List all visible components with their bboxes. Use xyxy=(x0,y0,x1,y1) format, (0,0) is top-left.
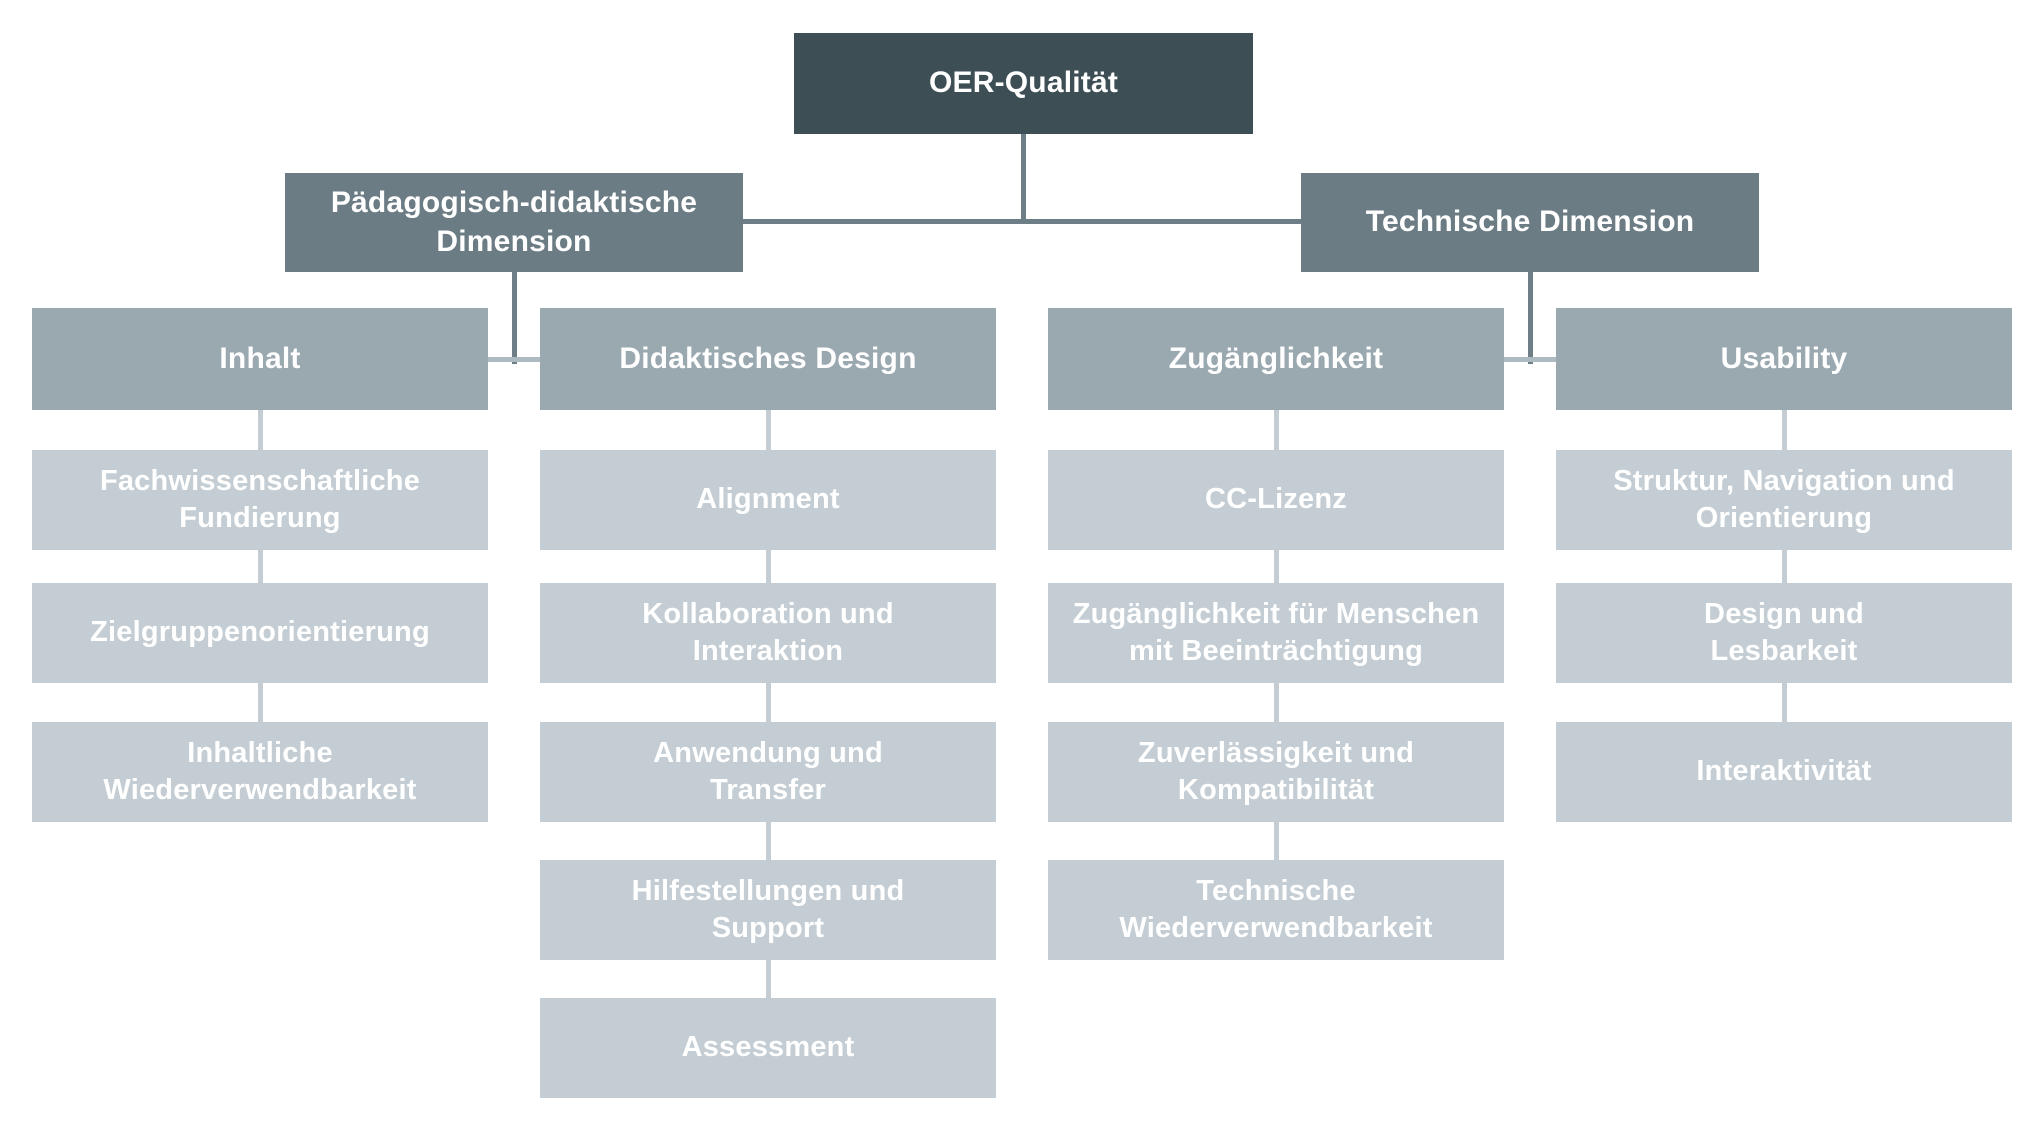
dimension-node-paedagogisch-didaktisch: Pädagogisch-didaktische Dimension xyxy=(285,173,743,272)
connector-dimension-right-vertical xyxy=(1528,272,1533,364)
item-node-anwendung-transfer: Anwendung und Transfer xyxy=(540,722,996,822)
dimension-node-technisch: Technische Dimension xyxy=(1301,173,1759,272)
connector-col3-item2 xyxy=(1274,550,1279,583)
item-node-struktur-navigation-orientierung: Struktur, Navigation und Orientierung xyxy=(1556,450,2012,550)
root-node-oer-qualitaet: OER-Qualität xyxy=(794,33,1253,134)
connector-pair-left-horizontal xyxy=(488,357,540,362)
item-node-kollaboration-interaktion: Kollaboration und Interaktion xyxy=(540,583,996,683)
connector-dimension-left-vertical xyxy=(512,272,517,364)
item-node-technische-wiederverwendbarkeit: Technische Wiederverwendbarkeit xyxy=(1048,860,1504,960)
category-node-zugaenglichkeit: Zugänglichkeit xyxy=(1048,308,1504,410)
connector-col4-item3 xyxy=(1782,683,1787,722)
item-node-zugaenglichkeit-beeintraechtigung: Zugänglichkeit für Menschen mit Beeinträ… xyxy=(1048,583,1504,683)
category-node-didaktisches-design: Didaktisches Design xyxy=(540,308,996,410)
connector-col3-item4 xyxy=(1274,822,1279,860)
connector-root-horizontal xyxy=(743,219,1301,224)
item-node-interaktivitaet: Interaktivität xyxy=(1556,722,2012,822)
item-node-fachwissenschaftliche-fundierung: Fachwissenschaftliche Fundierung xyxy=(32,450,488,550)
connector-col3-item3 xyxy=(1274,683,1279,722)
item-node-cc-lizenz: CC-Lizenz xyxy=(1048,450,1504,550)
item-node-zuverlaessigkeit-kompatibilitaet: Zuverlässigkeit und Kompatibilität xyxy=(1048,722,1504,822)
connector-col4-item1 xyxy=(1782,410,1787,450)
item-node-inhaltliche-wiederverwendbarkeit: Inhaltliche Wiederverwendbarkeit xyxy=(32,722,488,822)
item-node-design-lesbarkeit: Design und Lesbarkeit xyxy=(1556,583,2012,683)
connector-col2-item4 xyxy=(766,822,771,860)
connector-col2-item2 xyxy=(766,550,771,583)
connector-col2-item1 xyxy=(766,410,771,450)
item-node-zielgruppenorientierung: Zielgruppenorientierung xyxy=(32,583,488,683)
category-node-inhalt: Inhalt xyxy=(32,308,488,410)
connector-col1-item1 xyxy=(258,410,263,450)
item-node-alignment: Alignment xyxy=(540,450,996,550)
category-node-usability: Usability xyxy=(1556,308,2012,410)
connector-col2-item5 xyxy=(766,960,771,998)
connector-col3-item1 xyxy=(1274,410,1279,450)
item-node-assessment: Assessment xyxy=(540,998,996,1098)
connector-root-vertical xyxy=(1021,134,1026,224)
connector-col1-item3 xyxy=(258,683,263,722)
connector-col4-item2 xyxy=(1782,550,1787,583)
connector-col2-item3 xyxy=(766,683,771,722)
connector-pair-right-horizontal xyxy=(1504,357,1556,362)
item-node-hilfestellungen-support: Hilfestellungen und Support xyxy=(540,860,996,960)
connector-col1-item2 xyxy=(258,550,263,583)
